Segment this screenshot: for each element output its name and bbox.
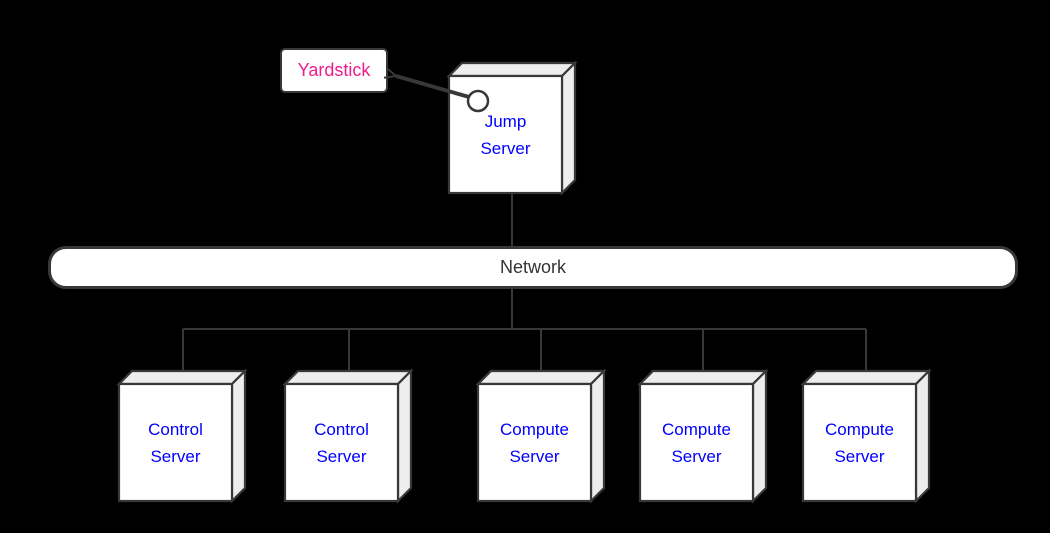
node-control-server-2: Control Server [282,368,414,504]
yardstick-label: Yardstick [297,60,371,80]
node-compute-server-3: Compute Server [800,368,932,504]
compute-server-label: Compute Server [825,419,894,466]
compute-server-label: Compute Server [662,419,731,466]
compute-server-label: Compute Server [500,419,569,466]
node-compute-server-2: Compute Server [637,368,769,504]
node-control-server-1: Control Server [116,368,248,504]
node-jump-server: Jump Server [446,60,578,196]
network-node: Network [48,246,1018,289]
node-3d-shape [637,368,769,504]
jump-server-label: Jump Server [480,111,531,158]
control-server-label: Control Server [314,419,369,466]
node-3d-shape [116,368,248,504]
control-server-label: Control Server [148,419,203,466]
node-compute-server-1: Compute Server [475,368,607,504]
node-3d-shape [475,368,607,504]
yardstick-box: Yardstick [280,48,388,93]
network-label: Network [499,257,566,277]
node-3d-shape [282,368,414,504]
node-3d-shape [800,368,932,504]
